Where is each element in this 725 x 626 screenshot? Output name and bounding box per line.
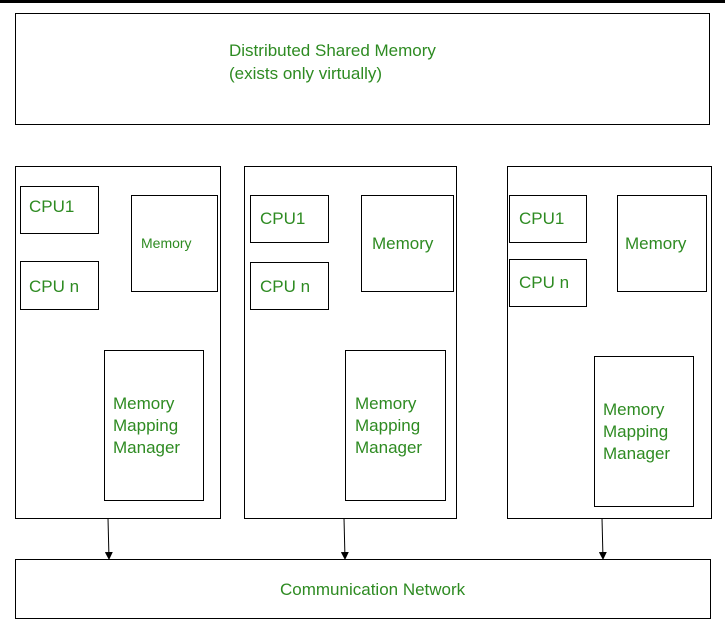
memory-box-node-2 — [361, 195, 454, 292]
manager-label-node-1: Memory Mapping Manager — [113, 393, 180, 459]
manager-line-1-node-2: Memory — [355, 394, 417, 413]
arrow-node-3-to-network — [598, 517, 607, 560]
cpu1-label-node-1: CPU1 — [29, 197, 75, 216]
network-box — [15, 559, 711, 619]
manager-label-node-2: Memory Mapping Manager — [355, 393, 422, 459]
top-border-line — [0, 0, 725, 3]
manager-box-node-1 — [104, 350, 204, 501]
manager-box-node-3 — [594, 356, 694, 507]
manager-box-node-2 — [345, 350, 446, 501]
cpu1-label-node-2: CPU1 — [260, 209, 306, 228]
dsm-box — [15, 13, 710, 125]
arrow-node-1-to-network — [104, 517, 113, 560]
cpun-box-node-3 — [509, 259, 587, 307]
cpu1-box-node-2 — [250, 195, 329, 243]
cpun-box-node-2 — [250, 262, 329, 310]
cpu1-box-node-3 — [509, 195, 587, 243]
dsm-title-line-1: Distributed Shared Memory — [229, 41, 436, 60]
manager-line-1-node-3: Memory — [603, 400, 665, 419]
arrow-node-2-to-network — [340, 517, 349, 560]
cpun-label-node-1: CPU n — [29, 277, 80, 296]
memory-label-node-3: Memory — [625, 234, 687, 253]
manager-line-2-node-3: Mapping — [603, 422, 669, 441]
network-label: Communication Network — [280, 580, 466, 599]
manager-line-3-node-2: Manager — [355, 438, 423, 457]
dsm-title-line-2: (exists only virtually) — [229, 64, 383, 83]
cpun-label-node-2: CPU n — [260, 277, 311, 296]
memory-box-node-1 — [131, 195, 218, 292]
manager-line-3-node-3: Manager — [603, 444, 671, 463]
manager-line-1-node-1: Memory — [113, 394, 175, 413]
manager-line-2-node-1: Mapping — [113, 416, 179, 435]
cpun-label-node-3: CPU n — [519, 273, 570, 292]
cpu1-label-node-3: CPU1 — [519, 209, 565, 228]
manager-line-3-node-1: Manager — [113, 438, 181, 457]
memory-box-node-3 — [617, 195, 707, 292]
cpun-box-node-1 — [20, 261, 99, 310]
memory-label-node-1: Memory — [141, 235, 192, 251]
cpu1-box-node-1 — [20, 186, 99, 234]
manager-label-node-3: Memory Mapping Manager — [603, 399, 670, 465]
manager-line-2-node-2: Mapping — [355, 416, 421, 435]
memory-label-node-2: Memory — [372, 234, 434, 253]
